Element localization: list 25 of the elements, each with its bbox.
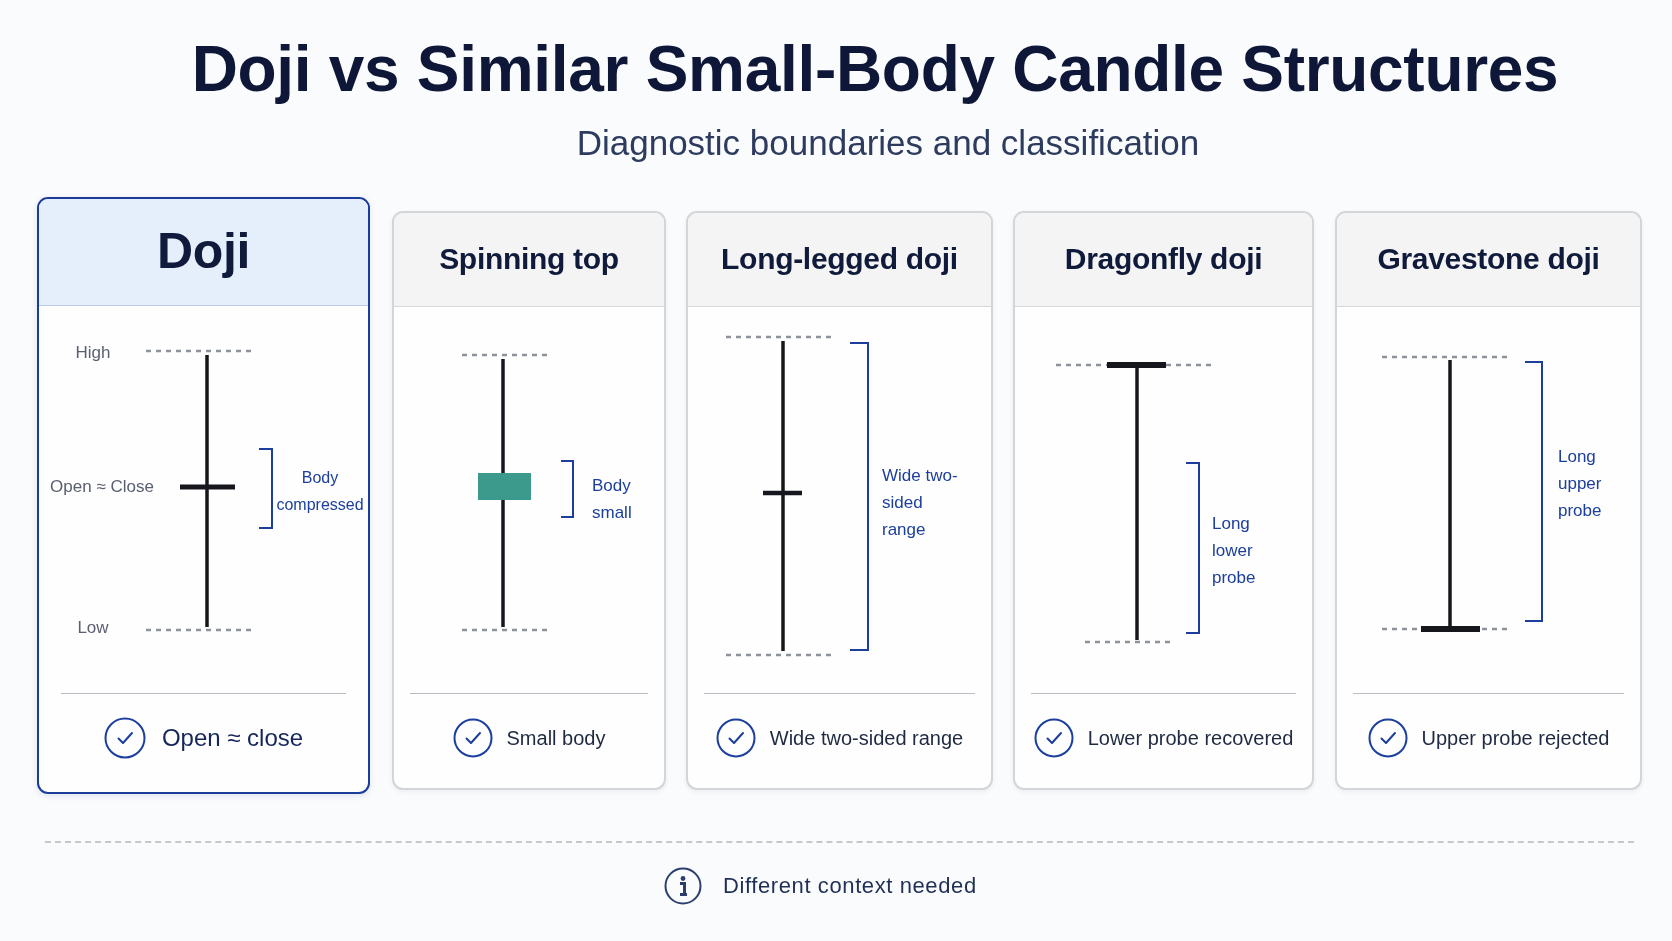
bracket-annotation: Long upper probe bbox=[1558, 445, 1603, 522]
criterion-text: Small body bbox=[506, 726, 606, 750]
criterion-text: Lower probe recovered bbox=[1087, 726, 1294, 750]
card-title: Dragonfly doji bbox=[1064, 242, 1263, 277]
bracket-annotation: Long lower probe bbox=[1212, 512, 1257, 589]
footnote-text: Different context needed bbox=[723, 872, 977, 900]
criterion-text: Open ≈ close bbox=[161, 723, 304, 753]
card-title: Long-legged doji bbox=[721, 242, 958, 277]
candle-type-card bbox=[1335, 211, 1642, 790]
bracket-annotation: Body small bbox=[592, 475, 633, 524]
criterion-text: Upper probe rejected bbox=[1421, 726, 1610, 750]
price-level-label: High bbox=[75, 342, 111, 364]
bracket-annotation: Body compressed bbox=[275, 468, 365, 515]
candle-type-card bbox=[37, 197, 370, 794]
price-level-label: Open ≈ Close bbox=[50, 476, 154, 498]
subtitle: Diagnostic boundaries and classification bbox=[576, 125, 1200, 160]
card-title: Gravestone doji bbox=[1377, 242, 1600, 277]
criterion-text: Wide two-sided range bbox=[769, 726, 964, 750]
candle-type-card bbox=[1013, 211, 1314, 790]
bracket-annotation: Wide two-sided range bbox=[882, 464, 959, 541]
candle-type-card bbox=[392, 211, 666, 790]
card-title: Spinning top bbox=[439, 242, 619, 277]
candle-type-card bbox=[686, 211, 993, 790]
price-level-label: Low bbox=[77, 617, 109, 639]
card-title: Doji bbox=[156, 223, 251, 281]
